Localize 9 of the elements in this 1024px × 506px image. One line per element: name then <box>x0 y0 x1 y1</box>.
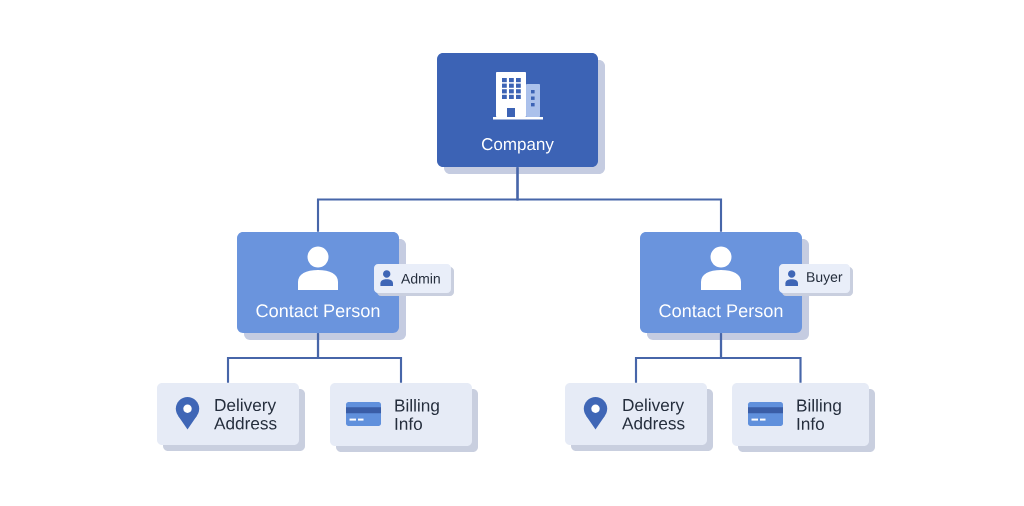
connector-line <box>316 333 403 383</box>
role-badge: Buyer <box>779 264 853 296</box>
billing-card: Billing Info <box>330 383 478 452</box>
address-card: Delivery Address <box>157 383 305 451</box>
address-card: Delivery Address <box>565 383 713 451</box>
billing-card: Billing Info <box>732 383 875 452</box>
connector-line <box>719 333 802 383</box>
role-badge: Admin <box>374 264 454 296</box>
connector-line <box>516 167 723 232</box>
